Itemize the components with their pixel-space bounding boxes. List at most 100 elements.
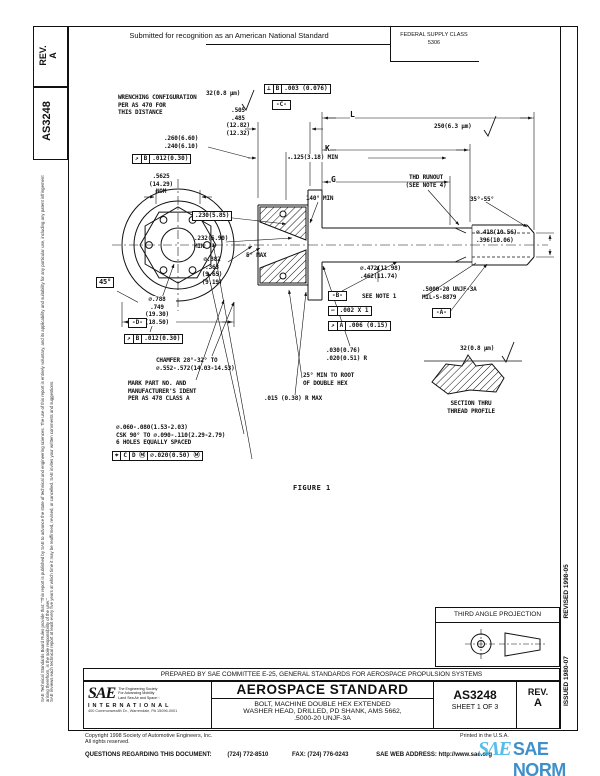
projection-box: THIRD ANGLE PROJECTION [435, 607, 560, 667]
section-view [424, 354, 522, 395]
label-basic-230: .230(5.85) [192, 211, 233, 221]
label-140deg-min: 140° MIN [306, 195, 334, 202]
questions-phone: (724) 772-8510 [227, 752, 269, 758]
sae-logo: SAE [88, 685, 116, 702]
label-chamfer-note: CHAMFER 28°-32° TO ⌀.552-.572(14.03-14.5… [156, 357, 235, 372]
label-end-chamfer-angle: 35°-55° [470, 196, 494, 203]
label-min-232: .232(5.90) MIN [194, 235, 229, 250]
doc-number: AS3248 [453, 688, 497, 702]
sae-address: 400 Commonwealth Dr., Warrendale, PA 150… [88, 709, 178, 713]
questions-fax: FAX: (724) 776-0243 [292, 752, 349, 758]
projection-title: THIRD ANGLE PROJECTION [436, 608, 559, 623]
label-finish-250: 250(6.3 μm) [434, 123, 472, 130]
sae-international: INTERNATIONAL [88, 703, 172, 709]
copyright-line1: Copyright 1998 Society of Automotive Eng… [85, 733, 213, 739]
prepared-by-text: PREPARED BY SAE COMMITTEE E-25, GENERAL … [160, 671, 483, 678]
submitted-note: Submitted for recognition as an American… [129, 31, 329, 40]
fcf-runout-1: ↗ B .012(0.30) [132, 154, 192, 165]
label-dim-K: K [325, 144, 330, 154]
label-thd-runout: THD RUNOUT (SEE NOTE 4) [405, 174, 447, 189]
label-finish-32-thread: 32(0.8 μm) [460, 345, 495, 352]
label-section-thru: SECTION THRU THREAD PROFILE [447, 400, 495, 415]
label-wrench-depth: .260(6.60) .240(6.10) [164, 135, 199, 150]
front-view [112, 179, 244, 311]
doc-number-cell: AS3248 SHEET 1 OF 3 [434, 682, 517, 728]
revised-date: REVISED 1998-05 [563, 564, 570, 619]
rev-value: A [534, 697, 542, 709]
right-strip-rule [560, 26, 561, 729]
label-wrenching-note: WRENCHING CONFIGURATION PER AS 470 FOR T… [118, 94, 197, 116]
title-block: SAE The Engineering Society For Advancin… [83, 681, 560, 729]
questions-label: QUESTIONS REGARDING THIS DOCUMENT: [85, 752, 212, 758]
sidebar-disclaimer-2: SAE reviews each technical report at lea… [49, 380, 54, 702]
sidebar-rev-label: REV. [38, 45, 48, 66]
fsc-label: FEDERAL SUPPLY CLASS 5306 [390, 27, 478, 48]
runout-icon: ↗ [133, 155, 142, 164]
label-holes-note: ⌀.060-.080(1.53-2.03) CSK 90° TO ⌀.090-.… [116, 424, 226, 446]
label-head-height: .505 .485 (12.82) (12.32) [226, 107, 250, 137]
datum-b: -B- [328, 291, 347, 302]
sheet-border [68, 26, 578, 731]
datum-d: -D- [128, 318, 147, 329]
questions-web: SAE WEB ADDRESS: http://www.sae.org [376, 752, 492, 758]
sae-tagline: The Engineering Society For Advancing Mo… [118, 687, 161, 700]
label-r-max: .015 (0.38) R MAX [264, 395, 323, 402]
standard-title-line3: .5000-20 UNJF-3A [294, 715, 351, 722]
standard-title-line1: BOLT, MACHINE DOUBLE HEX EXTENDED [254, 701, 391, 708]
perpendicularity-icon: ⊥ [265, 85, 274, 94]
label-thread-end-dia: ⌀.418(10.56) .396(10.06) [476, 229, 517, 244]
label-dim-G: G [331, 175, 336, 185]
label-fillet-radius: .030(0.76) .020(0.51) R [326, 347, 367, 362]
label-see-note-1: SEE NOTE 1 [362, 293, 397, 300]
sidebar-docnum: AS3248 [41, 101, 53, 141]
sae-norm-watermark: SΛE SAE NORM INTERNATIONAL [478, 738, 600, 776]
dimension-lines [116, 89, 554, 460]
position-icon: ⌖ [113, 452, 122, 461]
standard-type: AEROSPACE STANDARD [212, 682, 433, 699]
issued-revised: ISSUED 1980-07 REVISED 1998-05 [563, 564, 570, 706]
questions-row: QUESTIONS REGARDING THIS DOCUMENT: (724)… [85, 752, 492, 758]
label-25deg-root: 25° MIN TO ROOT OF DOUBLE HEX [303, 372, 355, 387]
fcf-straightness: — .002 X 1 [328, 306, 372, 317]
runout-icon: ↗ [329, 322, 338, 331]
fcf-runout-2: ↗ B .012(0.30) [124, 334, 184, 345]
label-45deg: 45° [96, 277, 115, 288]
rev-label: REV. [527, 687, 549, 697]
label-shank-dia: ⌀.472(11.98) .462(11.74) [360, 265, 401, 280]
label-hex-root-dia: ⌀.382 .363 (9.65) (9.19) [201, 256, 223, 286]
header-rule [206, 44, 390, 45]
label-thread-min: .125(3.18) MIN [290, 154, 338, 162]
watermark-sae-icon: SΛE [478, 738, 512, 760]
copyright-line2: All rights reserved. [85, 739, 130, 745]
fsc-code: 5306 [427, 40, 441, 47]
third-angle-symbol [465, 629, 547, 659]
label-5deg-max: 5° MAX [246, 252, 267, 259]
label-dim-L: L [350, 110, 355, 120]
label-finish-32-top: 32(0.8 μm) [206, 90, 241, 97]
figure-caption: FIGURE 1 [293, 484, 331, 492]
label-marking-note: MARK PART NO. AND MANUFACTURER'S IDENT P… [128, 380, 197, 402]
label-thread-callout: .5000-20 UNJF-3A MIL-S-8879 [422, 286, 477, 301]
fcf-perpendicularity: ⊥ B .003 (0.076) [264, 84, 331, 95]
docnum-sidebar-box [33, 86, 68, 160]
copyright-block: Copyright 1998 Society of Automotive Eng… [85, 733, 212, 745]
label-wrench-flats: .5625 (14.29) NOM [149, 173, 173, 195]
fcf-runout-3: ↗ A .006 (0.15) [328, 321, 391, 332]
standard-title-cell: AEROSPACE STANDARD BOLT, MACHINE DOUBLE … [212, 682, 434, 728]
printed-note: Printed in the U.S.A. [460, 733, 509, 739]
fsc-box [390, 27, 479, 62]
label-head-dia: ⌀.788 .749 (19.30) (18.50) [138, 296, 176, 326]
runout-icon: ↗ [125, 335, 134, 344]
fcf-position: ⌖ C D Ⓜ ⌀.020(0.50) Ⓜ [112, 451, 203, 462]
rev-sidebar-box [33, 26, 68, 88]
sheet-number: SHEET 1 OF 3 [451, 704, 499, 711]
rev-cell: REV. A [517, 682, 559, 728]
prepared-by-row: PREPARED BY SAE COMMITTEE E-25, GENERAL … [83, 668, 560, 681]
straightness-icon: — [329, 307, 338, 316]
sidebar-rev: REV. A [38, 29, 59, 82]
sae-logo-cell: SAE The Engineering Society For Advancin… [84, 682, 212, 728]
sidebar-rev-value: A [48, 52, 59, 59]
watermark-name: SAE NORM [512, 739, 567, 776]
